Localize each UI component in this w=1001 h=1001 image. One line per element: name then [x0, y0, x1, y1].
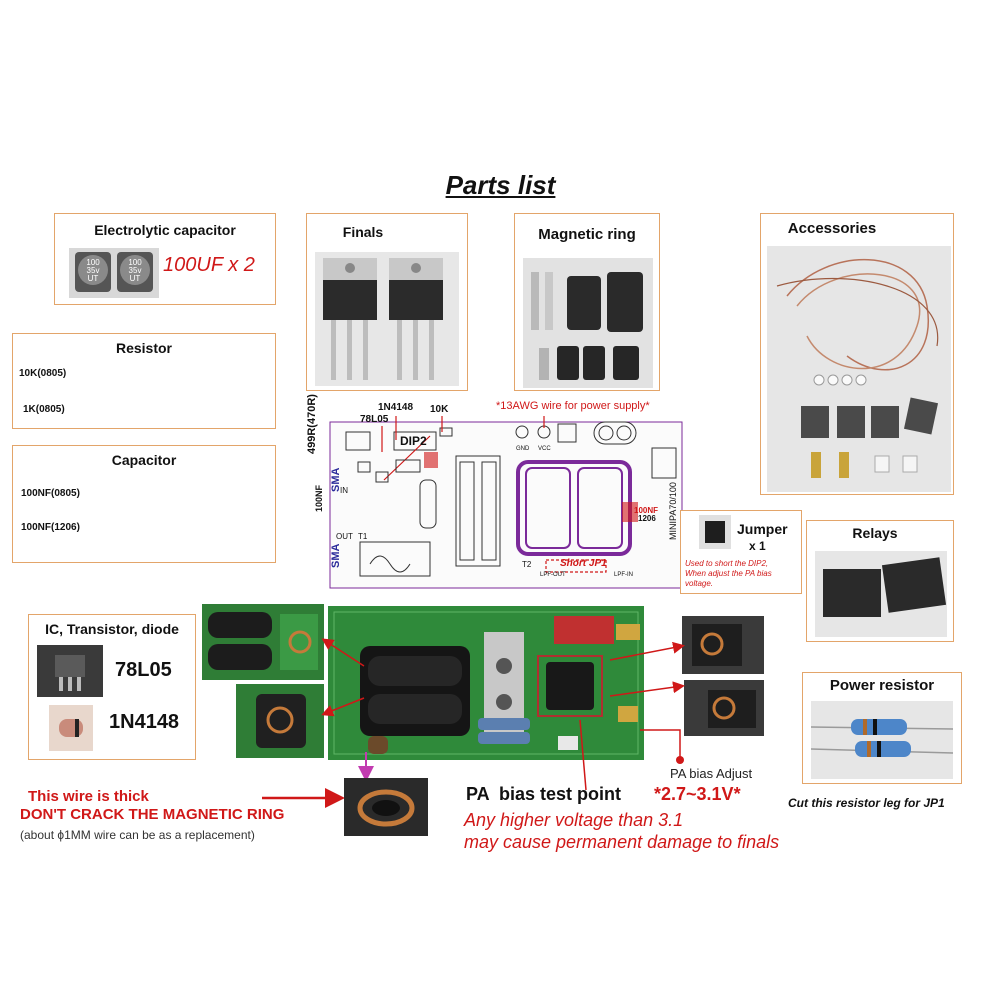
wire-2 [796, 273, 921, 370]
jumper-count: x 1 [749, 539, 766, 553]
wire-3 [776, 277, 939, 347]
pa-bias-warn-2: may cause permanent damage to finals [464, 832, 780, 852]
resistor-header: Resistor [115, 340, 173, 356]
pa-bias-range: *2.7~3.1V* [654, 784, 741, 804]
finals-box: Finals [306, 213, 468, 391]
closeup-photo-right-bottom [684, 680, 764, 736]
wire-1 [786, 258, 930, 371]
cap-marking-2-voltage: 35v [129, 266, 142, 275]
page-title: Parts list [445, 170, 556, 200]
label-vcc: VCC [538, 446, 551, 452]
power-resistor-header: Power resistor [829, 677, 935, 694]
label-100nf: 100NF [314, 484, 324, 512]
transistor-right [389, 258, 443, 380]
electrolytic-header: Electrolytic capacitor [94, 222, 236, 238]
label-1206: 1206 [638, 514, 656, 523]
cap-marking-2-code: UT [130, 274, 141, 283]
label-lpf-in: LPF-IN [614, 572, 634, 578]
label-in: IN [340, 486, 348, 495]
bias-adjust-line [640, 729, 681, 760]
finals-header: Finals [342, 224, 384, 240]
cap-marking-1-voltage: 35v [87, 266, 100, 275]
jumper-header: Jumper [737, 521, 788, 537]
capacitor-item-0805: 100NF(0805) [21, 488, 80, 499]
resistor-box: Resistor 10K(0805) 1K(0805) [12, 333, 276, 429]
label-gnd: GND [516, 446, 530, 452]
label-short-jp1: Short JP1 [560, 558, 607, 569]
ic-part-78l05: 78L05 [115, 659, 172, 681]
warning-line-1: This wire is thick [28, 788, 149, 805]
label-499r: 499R(470R) [306, 394, 318, 454]
capacitor-left [75, 252, 111, 292]
resistor-item-1k: 1K(0805) [23, 404, 65, 415]
cap-marking-1-code: UT [88, 274, 99, 283]
jumper-note-2: When adjust the PA bias [685, 569, 772, 578]
ic-header: IC, Transistor, diode [45, 621, 179, 637]
finals-transistors-photo [315, 252, 459, 386]
coil-closeup-photo [344, 778, 428, 836]
capacitor-right [117, 252, 153, 292]
label-board-name: MINIPA70/100 [668, 482, 678, 540]
power-resistor-photo [811, 701, 953, 779]
78l05-photo [37, 645, 103, 697]
cap-marking-2-value: 100 [128, 258, 142, 267]
label-1n4148: 1N4148 [378, 402, 414, 413]
label-10k: 10K [430, 404, 449, 415]
label-100nf-right: 100NF [634, 506, 659, 515]
relays-photo [815, 551, 947, 637]
1n4148-photo [49, 705, 93, 751]
wire-note: *13AWG wire for power supply* [496, 400, 650, 412]
electrolytic-capacitor-photo: 100 35v UT 100 35v UT [69, 248, 159, 298]
jumper-box: Jumper x 1 Used to short the DIP2, When … [680, 510, 802, 594]
pa-bias-warn-1: Any higher voltage than 3.1 [464, 810, 684, 830]
power-resistor-note: Cut this resistor leg for JP1 [788, 796, 945, 810]
transistor-left [323, 258, 377, 380]
label-sma-bottom: SMA [330, 543, 342, 568]
pa-bias-test-point: PA bias test point [466, 784, 622, 804]
jumper-photo [699, 515, 731, 549]
magnetic-ring-photo [523, 258, 653, 388]
label-out: OUT [336, 532, 353, 541]
relays-header: Relays [852, 525, 898, 541]
label-t1: T1 [358, 532, 368, 541]
jumper-note-3: voltage. [685, 579, 714, 588]
capacitor-item-1206: 100NF(1206) [21, 522, 80, 533]
label-lpf-out: LPF-OUT [540, 572, 566, 578]
power-resistor-box: Power resistor [802, 672, 962, 784]
ic-part-1n4148: 1N4148 [109, 711, 180, 733]
ic-78l05-footprint [345, 431, 371, 451]
pcb-diagram [329, 416, 683, 589]
relays-box: Relays [806, 520, 954, 642]
ic-box: IC, Transistor, diode 78L05 1N4148 [28, 614, 196, 760]
capacitor-header: Capacitor [111, 452, 177, 468]
warning-line-3: (about ϕ1MM wire can be as a replacement… [20, 828, 255, 842]
accessories-photo [767, 246, 951, 492]
jumper-note-1: Used to short the DIP2, [685, 559, 769, 568]
resistor-10k-footprint [439, 427, 453, 437]
label-78l05: 78L05 [360, 414, 389, 425]
label-dip2: DIP2 [400, 434, 427, 448]
electrolytic-box: Electrolytic capacitor 100 35v UT 100 35… [54, 213, 276, 305]
closeup-photo-bottom [236, 684, 324, 758]
accessories-box: Accessories [760, 213, 954, 495]
magnetic-box: Magnetic ring [514, 213, 660, 391]
resistor-item-10k: 10K(0805) [19, 368, 67, 379]
pcb-photo [328, 606, 644, 760]
pa-bias-adjust: PA bias Adjust [670, 766, 753, 781]
closeup-photo-top [202, 604, 324, 680]
magnetic-header: Magnetic ring [538, 226, 636, 243]
capacitor-box: Capacitor 100NF(0805) 100NF(1206) [12, 445, 276, 563]
accessories-header: Accessories [787, 220, 877, 237]
cap-marking-1-value: 100 [86, 258, 100, 267]
warning-line-2: DON'T CRACK THE MAGNETIC RING [20, 806, 285, 823]
label-t2: T2 [522, 560, 532, 569]
electrolytic-note: 100UF x 2 [163, 254, 255, 276]
closeup-photo-right-top [682, 616, 764, 674]
